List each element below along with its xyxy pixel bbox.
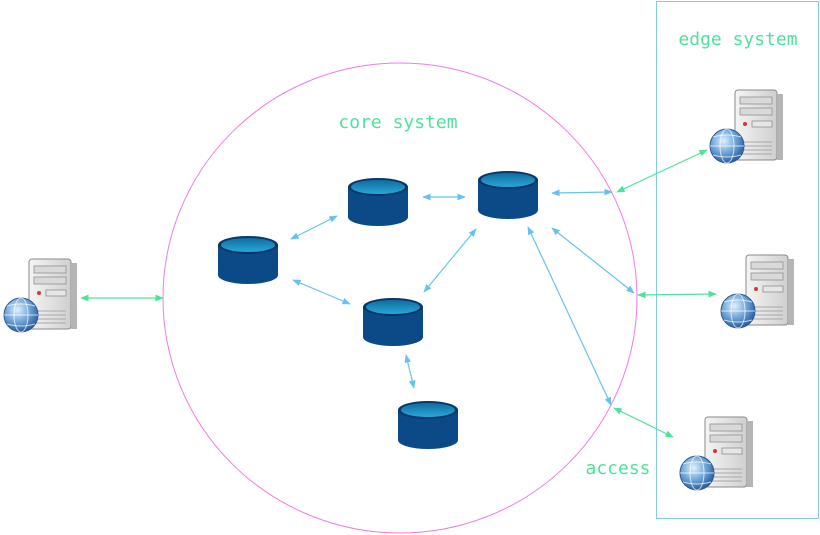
database-cylinder-icon [398, 401, 458, 449]
core-system-label: core system [338, 112, 457, 133]
arrow-db4-access [527, 226, 612, 406]
access-server-icon [679, 416, 754, 491]
database-cylinder-icon [363, 298, 423, 346]
arrow-core-edge-server-2 [637, 290, 717, 299]
arrow-core-access-server [613, 407, 674, 438]
database-cylinder-icon [218, 236, 278, 284]
edge-server-2-icon [720, 254, 795, 329]
access-label: access [585, 458, 650, 479]
arrow-db1-db2 [290, 215, 338, 240]
edge-server-1-icon [709, 89, 784, 164]
edge-system-box [656, 1, 819, 519]
arrow-db1-db3 [292, 279, 351, 305]
edge-system-label: edge system [678, 29, 797, 50]
arrow-db3-db4 [423, 228, 477, 293]
database-cylinder-icon [348, 178, 408, 226]
database-cylinder-icon [478, 171, 538, 219]
arrow-core-edge-server-1 [616, 149, 708, 193]
external-server-icon [3, 258, 78, 333]
core-system-boundary [162, 62, 638, 534]
arrow-db3-db5 [404, 354, 416, 389]
arrow-db4-edge1 [551, 188, 613, 197]
arrow-db4-edge2 [551, 227, 635, 294]
